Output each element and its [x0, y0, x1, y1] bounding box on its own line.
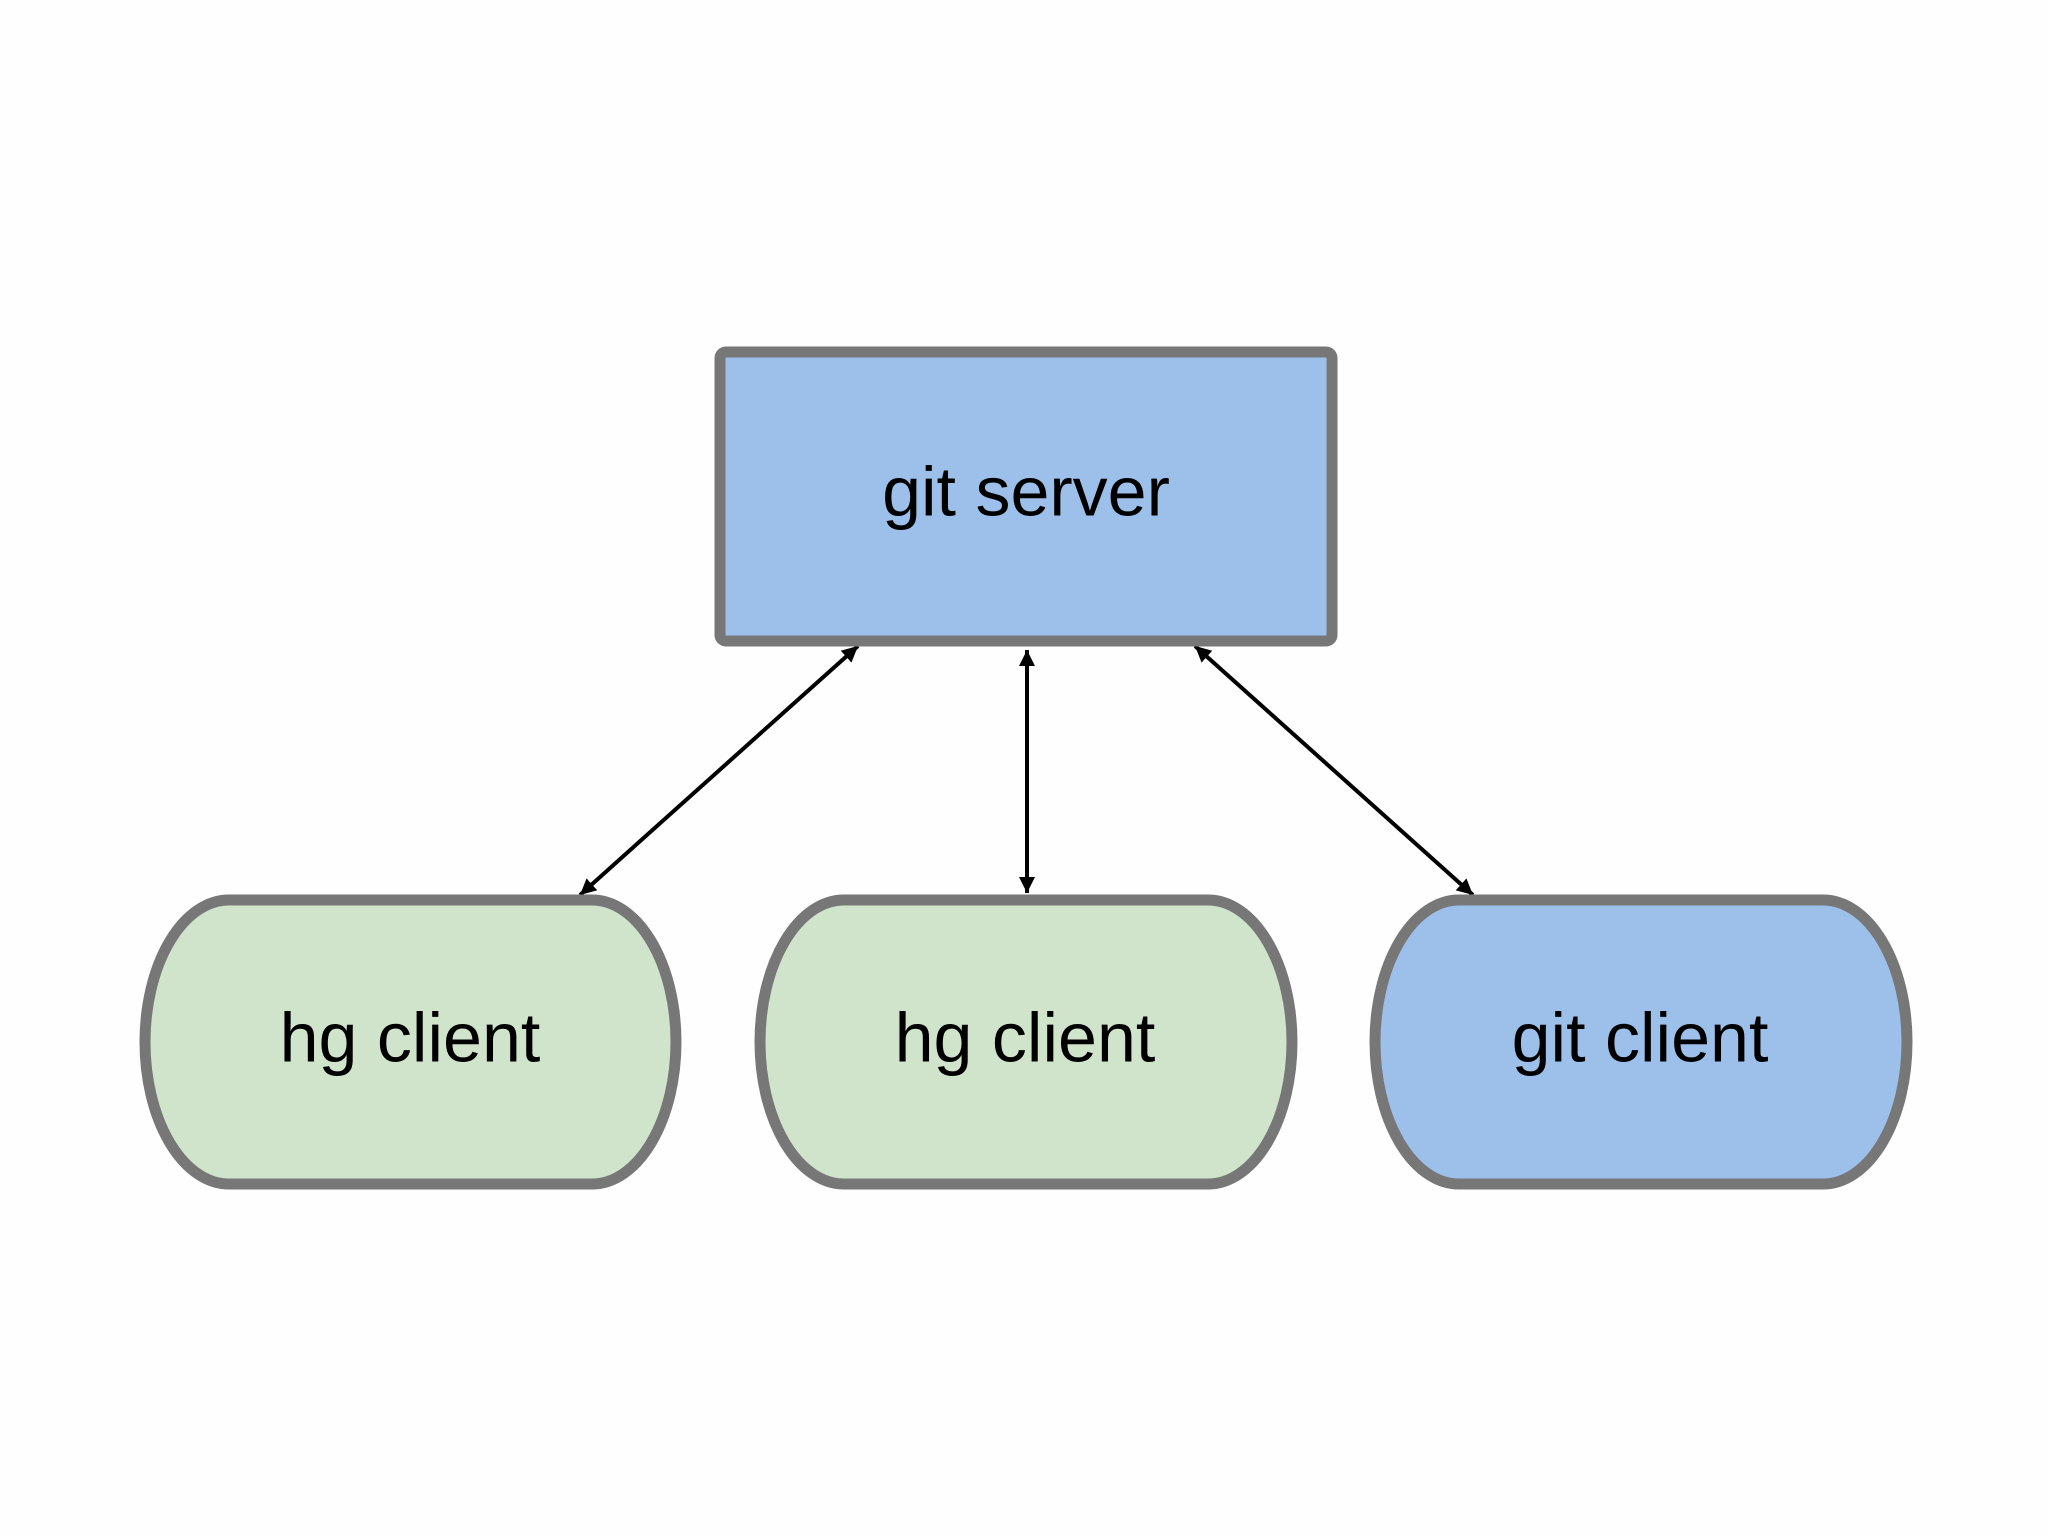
edge-server-hg-client-1: [578, 644, 860, 897]
edges: [578, 644, 1475, 897]
hg-client-label-1: hg client: [280, 998, 541, 1076]
git-server-node: git server: [714, 346, 1338, 647]
git-client-label: git client: [1512, 998, 1769, 1076]
git-server-box: [714, 346, 1338, 647]
git-client-node: git client: [1369, 894, 1913, 1190]
hg-client-node-1: hg client: [139, 894, 682, 1190]
git-server-label: git server: [882, 452, 1170, 530]
hg-client-label-2: hg client: [895, 998, 1156, 1076]
hg-client-shape-2: [754, 894, 1298, 1190]
edge-server-git-client: [1193, 644, 1475, 897]
hg-client-shape-1: [139, 894, 682, 1190]
hg-client-node-2: hg client: [754, 894, 1298, 1190]
git-client-shape: [1369, 894, 1913, 1190]
